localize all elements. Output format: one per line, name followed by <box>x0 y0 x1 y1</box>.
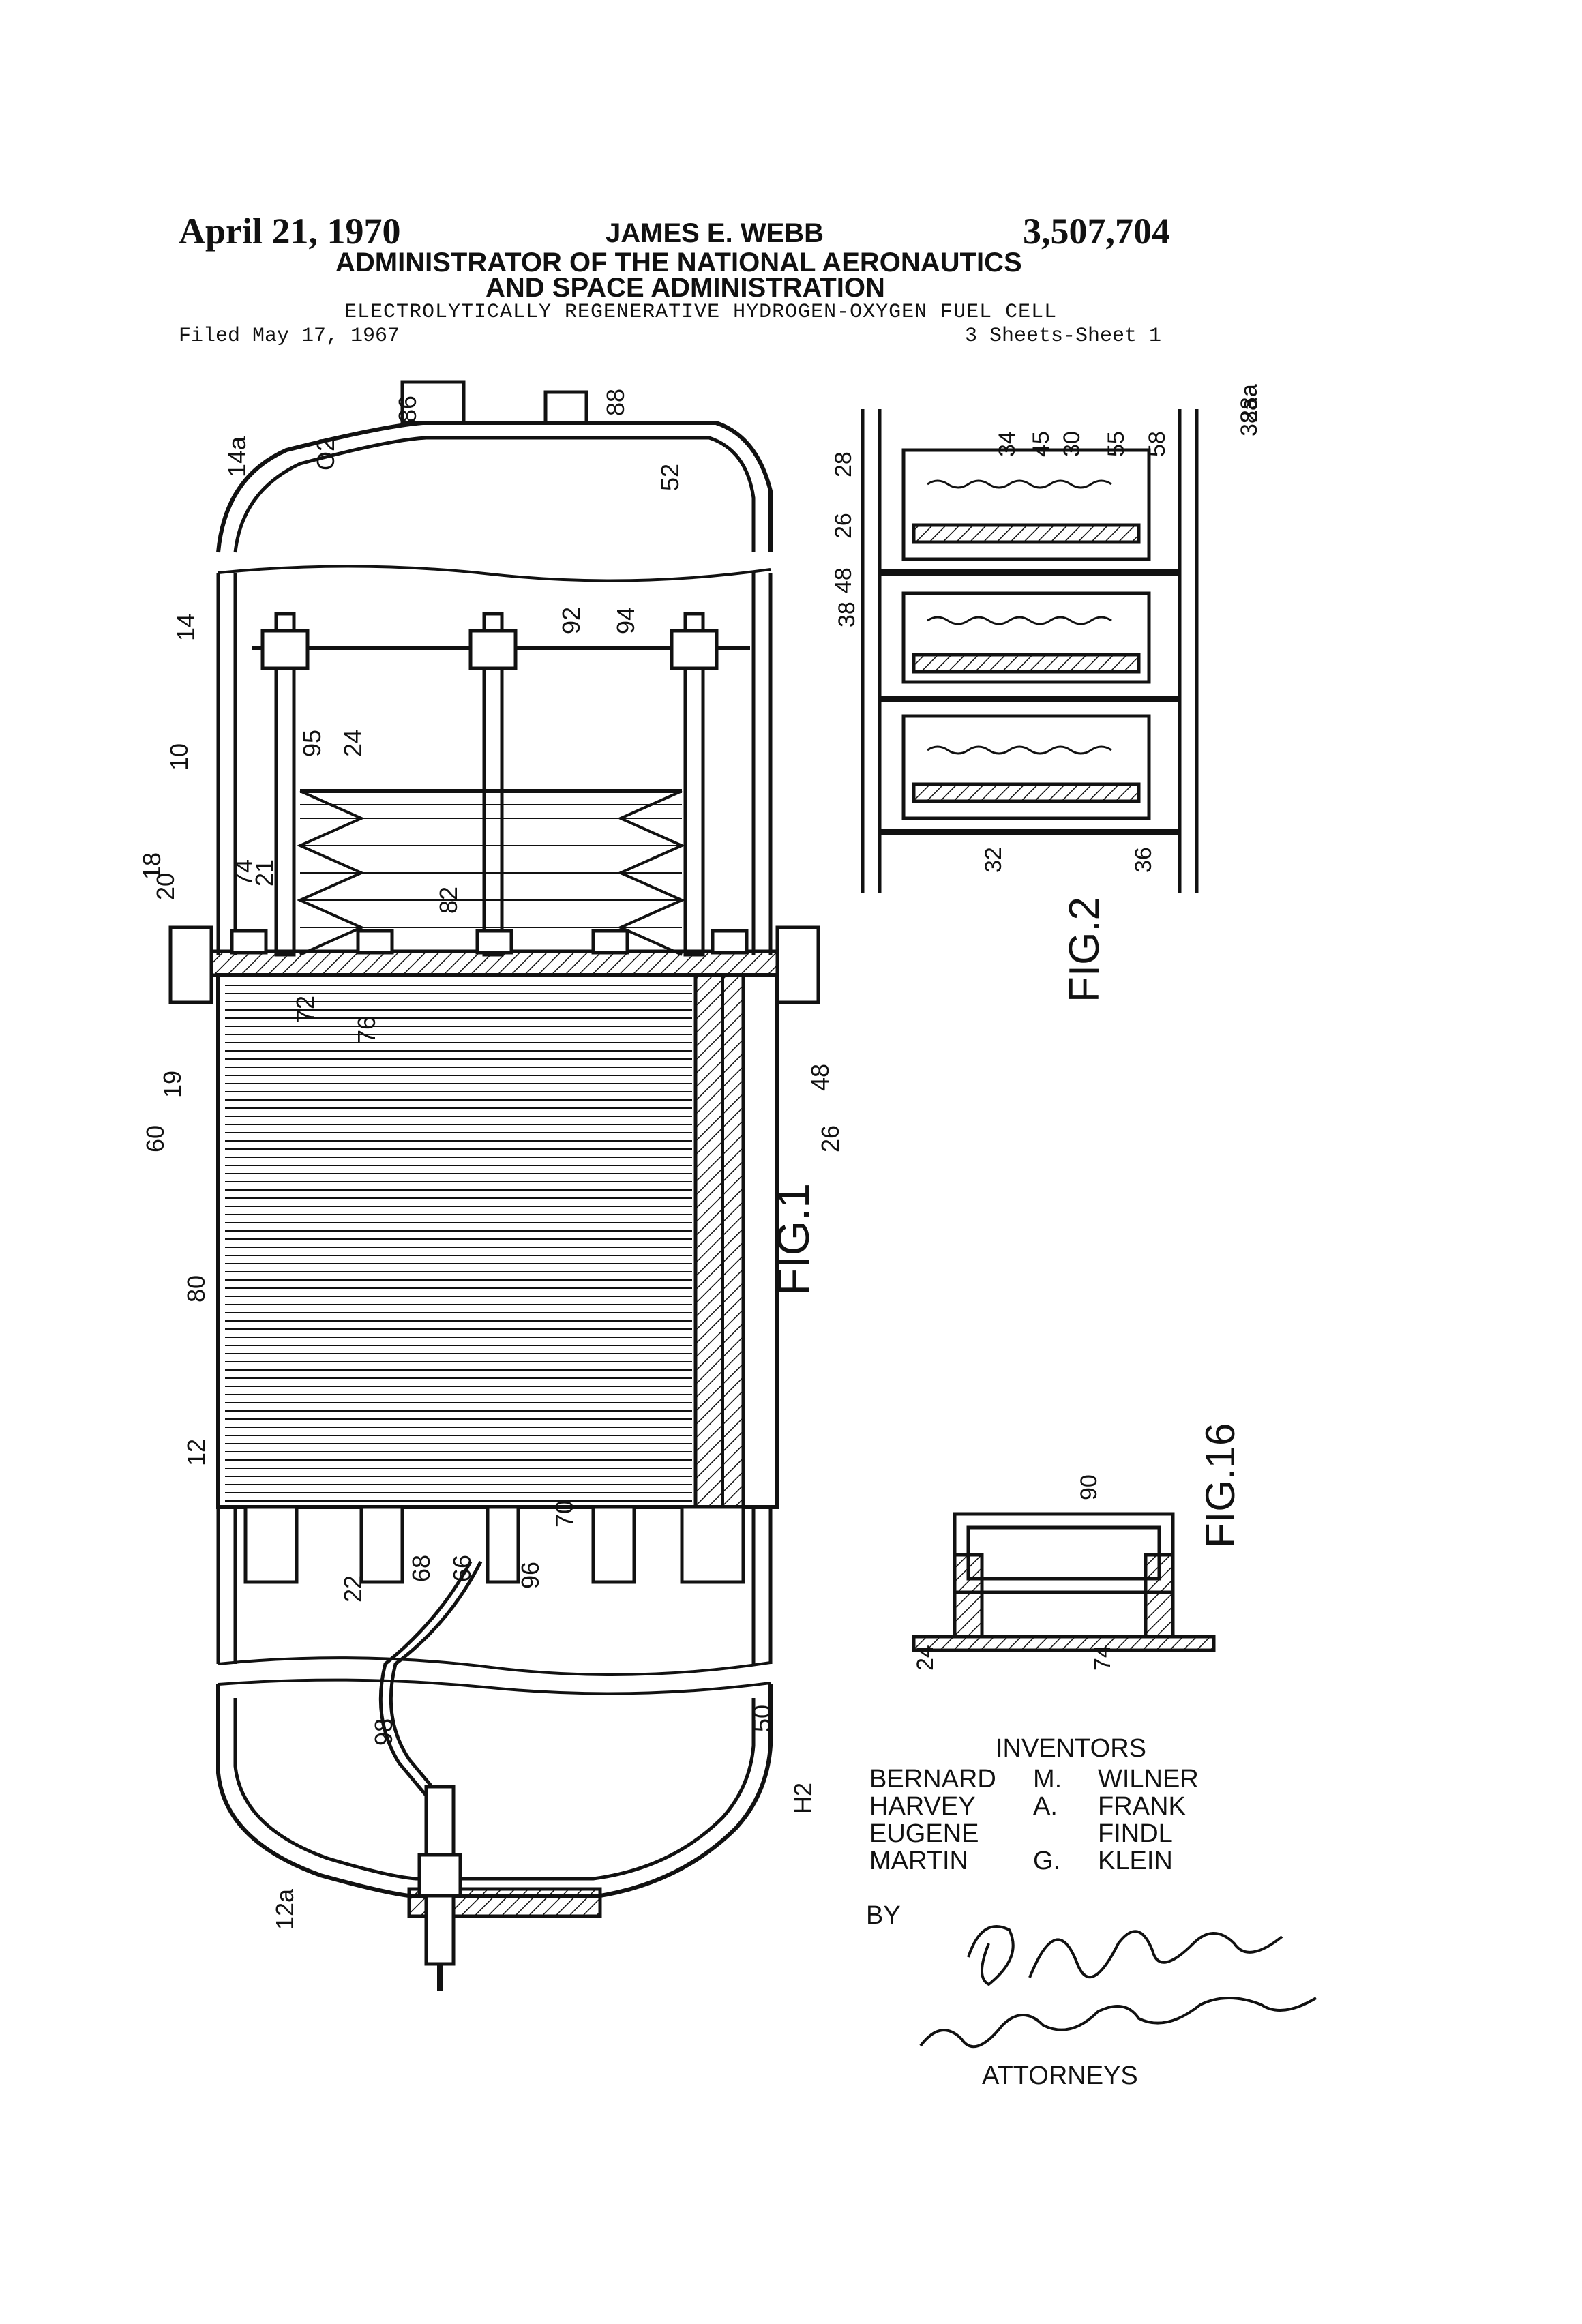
ref-numeral: 32 <box>982 847 1005 873</box>
inventors-heading: INVENTORS <box>996 1735 1146 1761</box>
ref-numeral: 95 <box>300 730 325 757</box>
inventor-middle-name: A. <box>1033 1793 1058 1819</box>
inventor-last-name: FINDL <box>1098 1821 1173 1847</box>
ref-numeral: 58 <box>1146 431 1169 457</box>
ref-numeral: 60 <box>143 1125 168 1152</box>
ref-numeral: 12 <box>184 1439 209 1466</box>
fig16-label: FIG.16 <box>1200 1423 1241 1548</box>
ref-numeral: 88 <box>603 389 628 416</box>
ref-numeral: 14a <box>225 436 250 477</box>
inventor-first-name: EUGENE <box>869 1821 979 1847</box>
ref-numeral: 24 <box>914 1645 937 1671</box>
ref-numeral: 66 <box>450 1555 475 1582</box>
ref-numeral: 10 <box>167 743 192 771</box>
ref-numeral: 26 <box>832 513 855 539</box>
attorneys-label: ATTORNEYS <box>982 2063 1138 2089</box>
ref-numeral: 68 <box>409 1555 434 1582</box>
inventor-middle-name: M. <box>1033 1766 1062 1792</box>
ref-numeral: 21 <box>252 859 277 887</box>
inventor-last-name: KLEIN <box>1098 1848 1173 1874</box>
ref-numeral: 22 <box>341 1575 365 1603</box>
fig1-label: FIG.1 <box>771 1183 816 1296</box>
ref-numeral: 98 <box>372 1718 396 1746</box>
fig2-label: FIG.2 <box>1064 897 1106 1002</box>
inventor-last-name: FRANK <box>1098 1793 1186 1819</box>
ref-numeral: 30 <box>1060 431 1084 457</box>
inventor-last-name: WILNER <box>1098 1766 1199 1792</box>
inventor-first-name: BERNARD <box>869 1766 996 1792</box>
ref-numeral: 76 <box>355 1016 379 1043</box>
ref-numeral: 90 <box>1077 1474 1101 1500</box>
ref-numeral: 14 <box>174 614 198 641</box>
ref-numeral: 24 <box>341 730 365 757</box>
inventor-middle-name: G. <box>1033 1848 1060 1874</box>
ref-numeral: 94 <box>614 607 638 634</box>
by-label: BY <box>866 1903 901 1928</box>
inventor-first-name: HARVEY <box>869 1793 976 1819</box>
inventor-first-name: MARTIN <box>869 1848 968 1874</box>
ref-numeral: 26 <box>818 1125 843 1152</box>
ref-numeral: 55 <box>1105 431 1128 457</box>
ref-numeral: 36 <box>1132 847 1155 873</box>
ref-numeral: 48 <box>808 1064 833 1091</box>
ref-numeral: 28a <box>1238 384 1261 423</box>
attorney-signatures <box>921 1926 1316 2046</box>
ref-numeral: 82 <box>436 887 461 914</box>
ref-numeral: 18 <box>140 852 164 880</box>
ref-numeral: 50 <box>750 1705 775 1732</box>
ref-numeral: 12a <box>273 1889 297 1930</box>
ref-numeral: 70 <box>552 1500 577 1528</box>
ref-numeral: 80 <box>184 1275 209 1302</box>
ref-numeral: H2 <box>791 1783 816 1814</box>
ref-numeral: 92 <box>559 607 584 634</box>
ref-numeral: 19 <box>160 1071 185 1098</box>
ref-numeral: 74 <box>1091 1645 1114 1671</box>
ref-numeral: 86 <box>395 396 420 423</box>
ref-numeral: 28 <box>832 451 855 477</box>
ref-numeral: 48 <box>832 567 855 593</box>
ref-numeral: 45 <box>1030 431 1053 457</box>
ref-numeral: 38 <box>835 601 859 627</box>
ref-numeral: O2 <box>314 438 338 471</box>
ref-numeral: 34 <box>996 431 1019 457</box>
ref-numeral: 52 <box>658 464 683 491</box>
ref-numeral: 96 <box>518 1562 543 1589</box>
ref-numeral: 72 <box>293 996 318 1023</box>
